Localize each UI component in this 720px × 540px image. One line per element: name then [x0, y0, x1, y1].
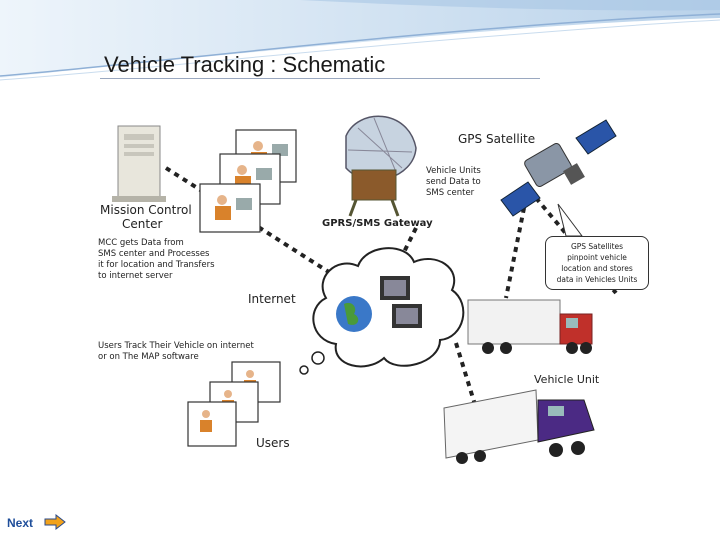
- link-internet-truck2: [454, 342, 478, 409]
- callout-line: GPS Satellites: [570, 242, 624, 251]
- label-mission-control: Mission Control Center: [100, 203, 192, 231]
- tracking-schematic: [112, 115, 618, 464]
- truck-purple-icon: [443, 389, 595, 464]
- callout-line: location and stores: [561, 264, 633, 273]
- title-underline: [100, 78, 540, 79]
- server-tower-icon: [112, 125, 166, 202]
- label-users: Users: [256, 436, 290, 450]
- label-mcc-gets-data: MCC gets Data from SMS center and Proces…: [98, 238, 215, 281]
- bubble-dot: [299, 365, 309, 375]
- label-vehicle-units-send: Vehicle Units send Data to SMS center: [426, 166, 481, 198]
- satellite-dish-icon: [345, 115, 417, 217]
- user-desk-icon: [187, 401, 237, 447]
- link-gateway-internet: [394, 227, 418, 269]
- callout-line: pinpoint vehicle: [567, 253, 627, 262]
- label-gps-satellite: GPS Satellite: [458, 132, 536, 146]
- label-internet: Internet: [248, 292, 296, 306]
- operator-desk-icon: [199, 183, 261, 233]
- next-arrow-icon[interactable]: [44, 514, 66, 530]
- page-title: Vehicle Tracking : Schematic: [104, 52, 386, 77]
- truck-white-icon: [467, 299, 593, 354]
- next-link[interactable]: Next: [7, 516, 34, 530]
- label-gateway: GPRS/SMS Gateway: [322, 218, 433, 229]
- label-users-track: Users Track Their Vehicle on internet or…: [98, 341, 254, 362]
- gps-satellite-icon: [500, 119, 617, 217]
- label-vehicle-unit: Vehicle Unit: [534, 373, 600, 386]
- link-satellite-truck1: [504, 197, 528, 299]
- bubble-dot: [311, 351, 325, 365]
- header-banner: [0, 0, 720, 81]
- satellite-callout: GPS Satellites pinpoint vehicle location…: [545, 236, 649, 290]
- callout-line: data in Vehicles Units: [556, 275, 638, 284]
- internet-cloud-icon: [312, 247, 465, 368]
